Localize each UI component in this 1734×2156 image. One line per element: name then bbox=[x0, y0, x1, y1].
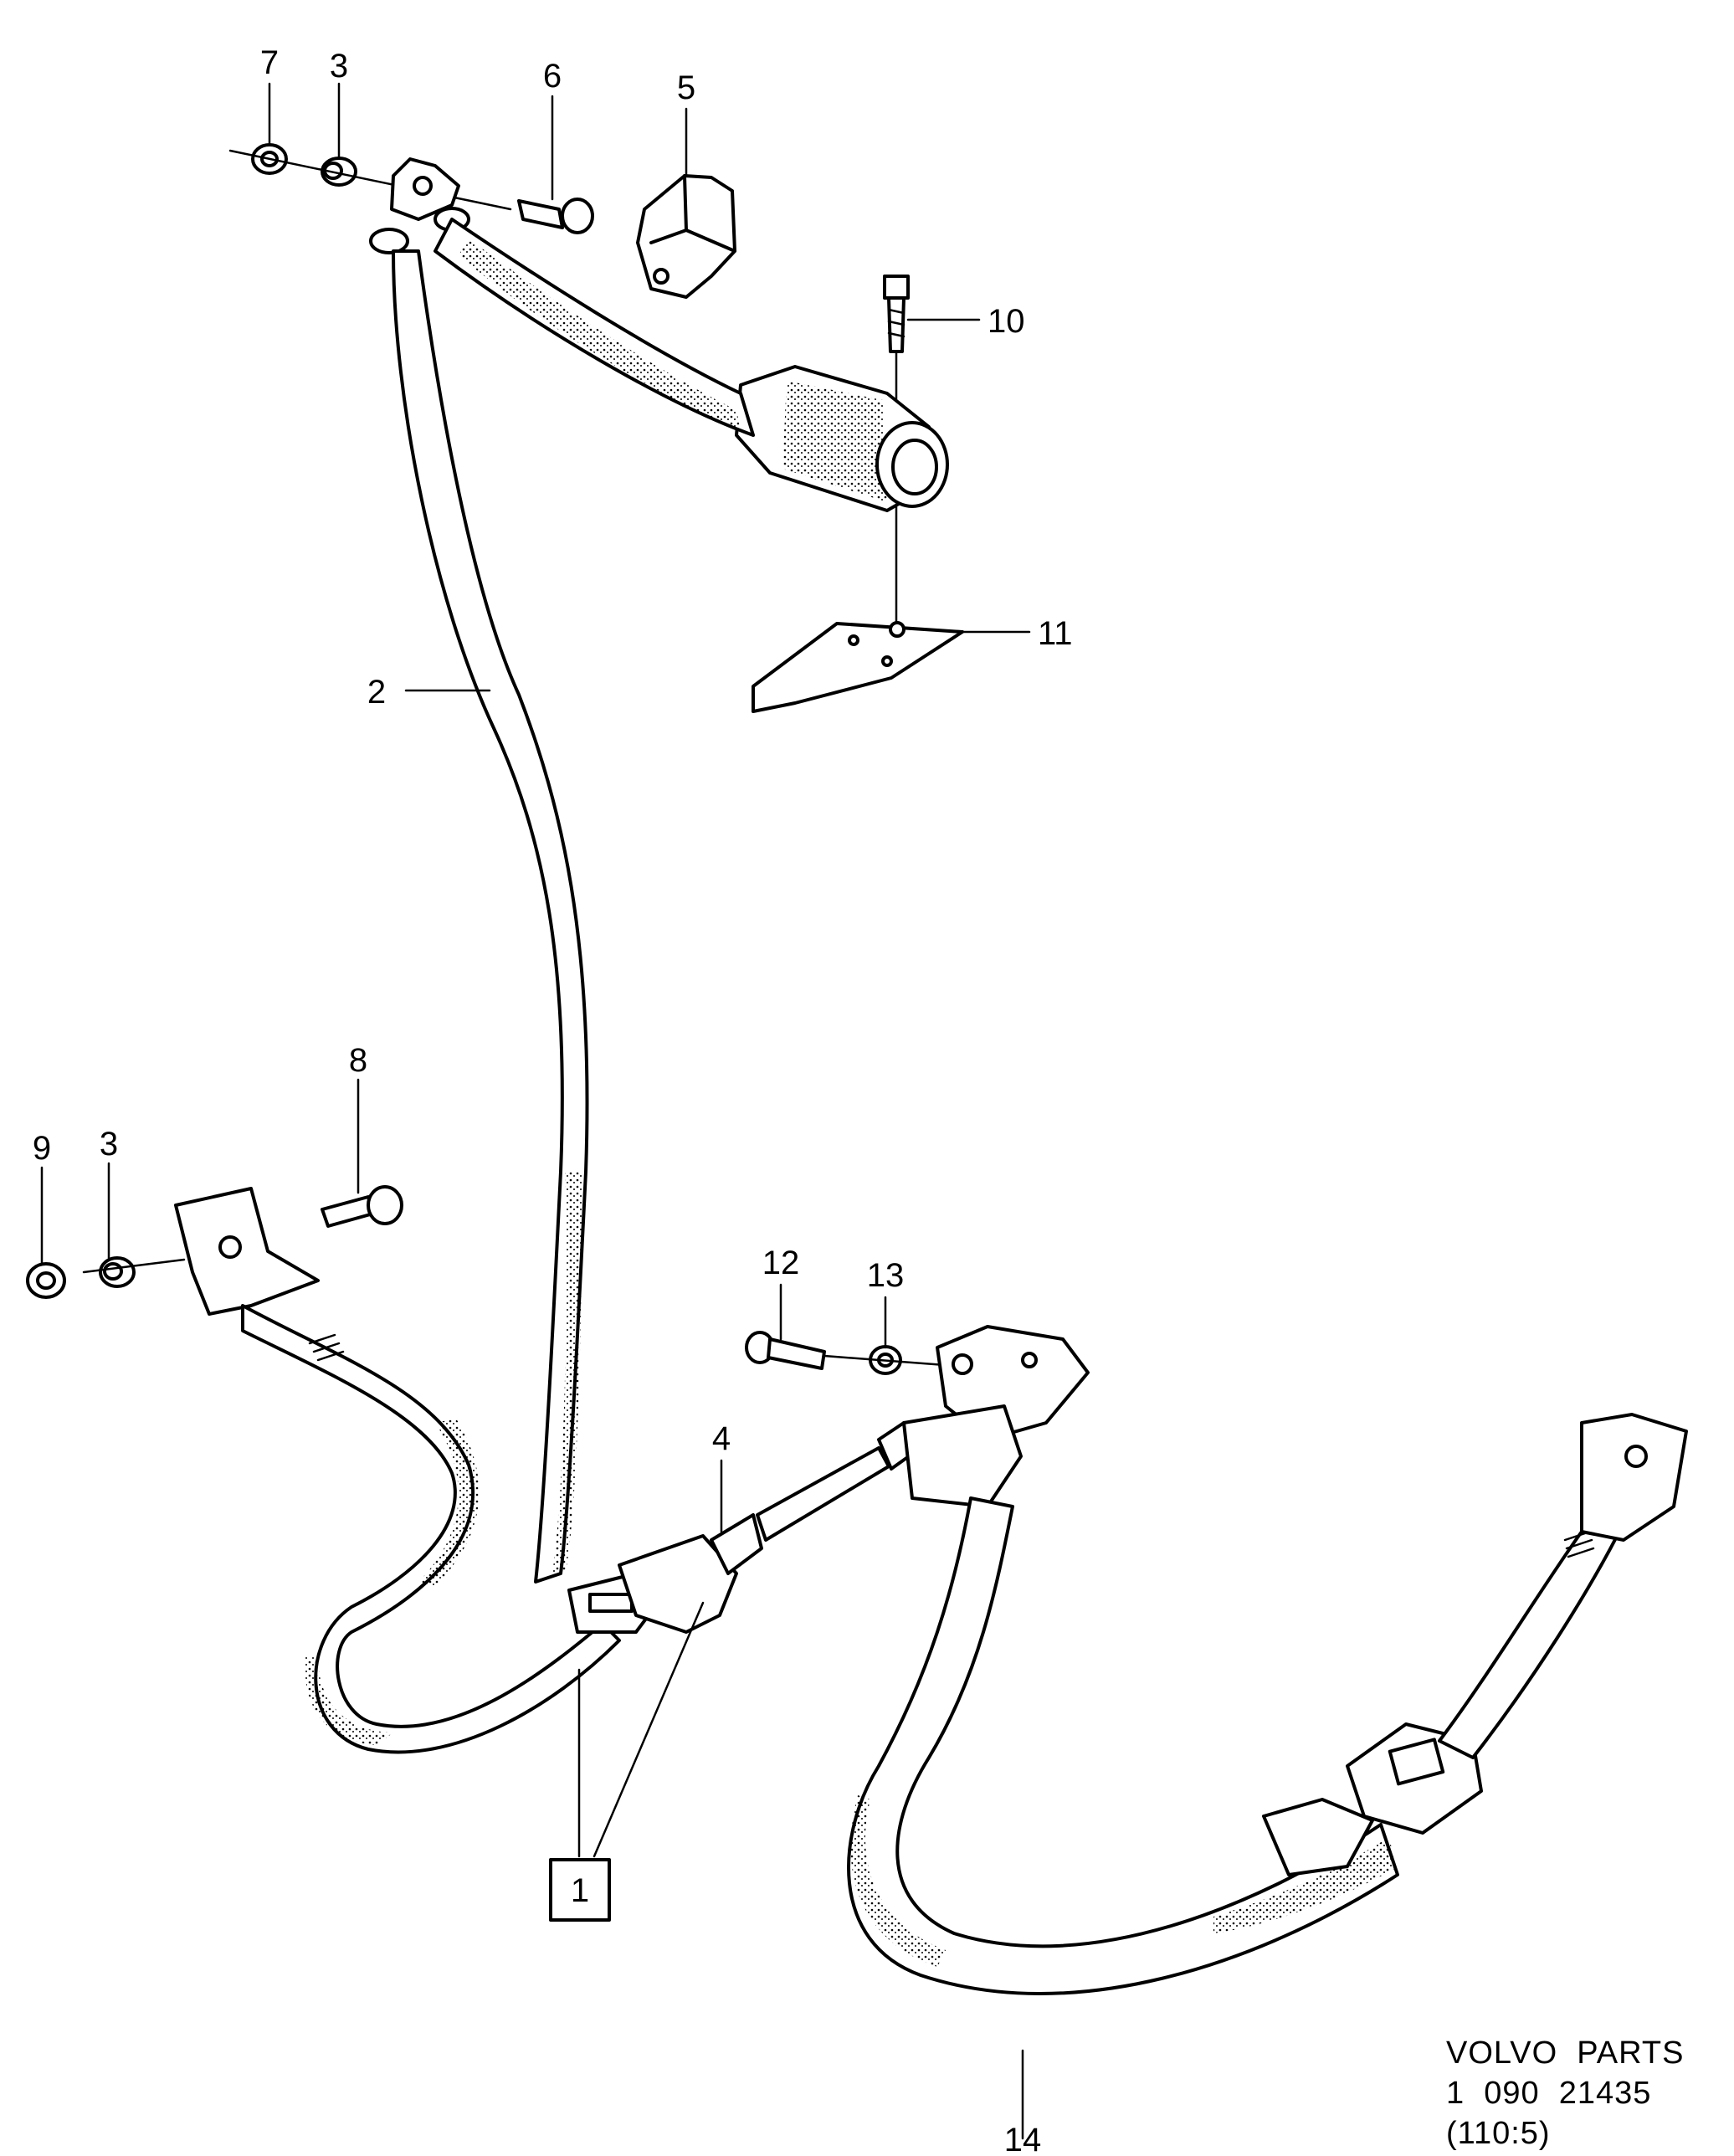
bolt-10 bbox=[883, 275, 910, 353]
caption-reference: (110:5) bbox=[1446, 2116, 1551, 2151]
callout-1-box bbox=[549, 1858, 611, 1922]
retractor-bracket-11 bbox=[752, 621, 964, 713]
callout-8: 8 bbox=[349, 1042, 367, 1079]
caption-brand: VOLVO PARTS bbox=[1446, 2035, 1685, 2071]
callout-3: 3 bbox=[330, 48, 348, 85]
callout-2: 2 bbox=[367, 674, 386, 711]
axis-line-upper bbox=[228, 149, 512, 211]
buckle-assembly bbox=[1262, 1413, 1688, 1876]
callout-1: 1 bbox=[571, 1872, 589, 1909]
callout-11: 11 bbox=[1038, 615, 1073, 652]
lap-belt-left bbox=[241, 1304, 621, 1754]
axis-line-lower-left bbox=[82, 1258, 186, 1274]
bolt-8 bbox=[321, 1185, 403, 1228]
lower-anchor-plate bbox=[174, 1187, 320, 1316]
spacer-3-lower bbox=[99, 1256, 136, 1288]
washer-9 bbox=[26, 1262, 66, 1299]
shoulder-belt-2 bbox=[392, 218, 755, 1584]
callout-14: 14 bbox=[1004, 2122, 1042, 2156]
callout-12: 12 bbox=[762, 1245, 800, 1281]
callout-3: 3 bbox=[100, 1126, 118, 1163]
caption-part-number: 1 090 21435 bbox=[1446, 2076, 1652, 2111]
callout-6: 6 bbox=[543, 58, 562, 95]
buckle-stalk-4 bbox=[618, 1421, 922, 1634]
callout-10: 10 bbox=[988, 303, 1025, 340]
lap-belt-14 bbox=[847, 1496, 1399, 1995]
upper-anchor-bracket bbox=[369, 157, 470, 254]
retractor-reel bbox=[735, 365, 949, 512]
bolt-6 bbox=[517, 198, 594, 234]
callout-9: 9 bbox=[33, 1130, 51, 1167]
cover-5 bbox=[636, 174, 736, 299]
bolt-12 bbox=[745, 1331, 826, 1370]
callout-7: 7 bbox=[260, 44, 279, 81]
right-anchor-bracket bbox=[902, 1325, 1090, 1508]
leader-lines bbox=[40, 82, 1031, 2140]
callout-5: 5 bbox=[677, 69, 695, 106]
callout-4: 4 bbox=[712, 1420, 731, 1457]
callout-13: 13 bbox=[867, 1257, 905, 1294]
